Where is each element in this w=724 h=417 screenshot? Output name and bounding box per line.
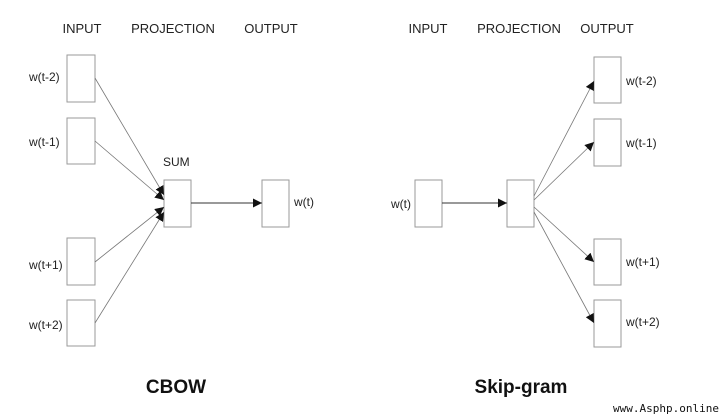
cbow-input-label-t-2: w(t-2) xyxy=(28,70,60,84)
cbow-input-label-t-1: w(t-1) xyxy=(28,135,60,149)
cbow-title: CBOW xyxy=(146,377,206,398)
skipgram-output-box-t+1 xyxy=(593,238,622,286)
cbow-output-box xyxy=(261,179,290,228)
cbow-output-label: w(t) xyxy=(293,195,314,209)
skipgram-output-label-t+1: w(t+1) xyxy=(625,255,660,269)
cbow-projection-label: SUM xyxy=(163,155,190,169)
watermark-text: www.Asphp.online xyxy=(613,402,719,415)
skipgram-output-label-t-1: w(t-1) xyxy=(625,136,657,150)
skipgram-edge-t+1 xyxy=(533,206,595,263)
skipgram-model: INPUT PROJECTION OUTPUT w(t) w(t-2) w(t-… xyxy=(390,21,660,398)
cbow-input-box-t+1 xyxy=(66,237,96,286)
skipgram-input-box xyxy=(414,179,443,228)
cbow-input-box-t+2 xyxy=(66,299,96,347)
skipgram-output-label-t+2: w(t+2) xyxy=(625,315,660,329)
cbow-model: INPUT PROJECTION OUTPUT w(t-2) w(t-1) w(… xyxy=(28,21,314,398)
skipgram-projection-header: PROJECTION xyxy=(477,21,561,36)
skipgram-output-box-t-2 xyxy=(593,56,622,104)
skipgram-edge-t+2 xyxy=(533,211,595,324)
cbow-input-box-t-2 xyxy=(66,54,96,103)
skipgram-projection-box xyxy=(506,179,535,228)
skipgram-output-box-t-1 xyxy=(593,118,622,167)
cbow-input-label-t+1: w(t+1) xyxy=(28,258,63,272)
cbow-edge-t-2 xyxy=(94,77,165,196)
cbow-input-box-t-1 xyxy=(66,117,96,165)
cbow-input-header: INPUT xyxy=(63,21,102,36)
cbow-projection-box xyxy=(163,179,192,228)
skipgram-output-box-t+2 xyxy=(593,299,622,348)
cbow-edge-t-1 xyxy=(94,140,165,201)
cbow-projection-header: PROJECTION xyxy=(131,21,215,36)
cbow-edge-t+1 xyxy=(94,206,165,263)
skipgram-input-header: INPUT xyxy=(409,21,448,36)
skipgram-input-label: w(t) xyxy=(390,197,411,211)
skipgram-output-label-t-2: w(t-2) xyxy=(625,74,657,88)
skipgram-edge-t-2 xyxy=(533,80,595,197)
skipgram-edge-t-1 xyxy=(533,141,595,201)
skipgram-output-header: OUTPUT xyxy=(580,21,634,36)
cbow-input-label-t+2: w(t+2) xyxy=(28,318,63,332)
cbow-output-header: OUTPUT xyxy=(244,21,298,36)
cbow-edge-t+2 xyxy=(94,211,165,324)
skipgram-title: Skip-gram xyxy=(475,377,568,398)
